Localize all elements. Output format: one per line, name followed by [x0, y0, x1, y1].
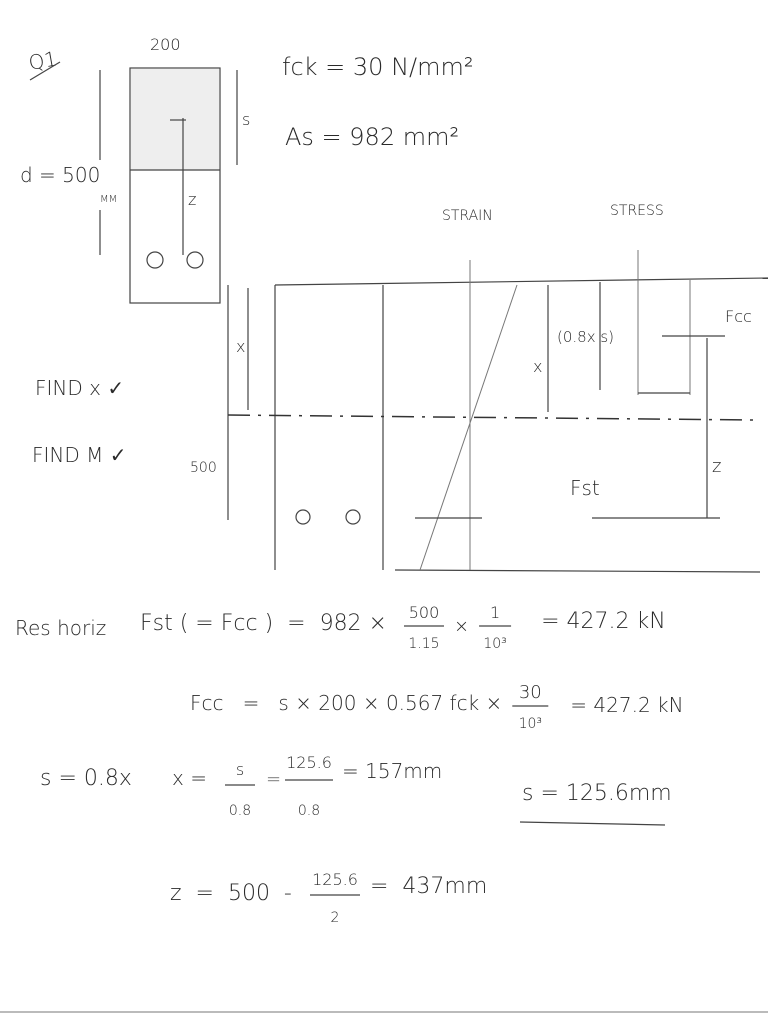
times: ×: [454, 616, 469, 637]
stress-label: STRESS: [610, 203, 664, 219]
question-underline: [29, 61, 61, 81]
as-value: As = 982 mm²: [285, 123, 459, 151]
x-frac1-num: s: [236, 760, 244, 779]
z-result: = 437mm: [370, 874, 487, 899]
z-label: z: [188, 190, 196, 209]
force-eq-lhs: Fst ( = Fcc ) = 982 ×: [140, 611, 394, 636]
z-eq-lhs: z = 500 -: [170, 881, 292, 906]
x-label: x: [236, 337, 245, 356]
question-label: Q1: [27, 46, 59, 75]
s-eq: s = 0.8x: [40, 766, 132, 791]
fraction-30-over-1000: 30 10³: [512, 682, 549, 732]
x-frac1-den: 0.8: [229, 803, 251, 819]
s-result: s = 125.6mm: [522, 781, 672, 806]
z-frac-den: 2: [331, 910, 340, 926]
x-eq-lhs: x =: [172, 766, 207, 790]
stress-strain-diagram: [227, 250, 768, 573]
fcc-equation-row: Fcc = s × 200 × 0.567 fck × 30 10³ = 427…: [190, 682, 684, 732]
strain-label: STRAIN: [442, 208, 493, 224]
x-frac2-den: 0.8: [298, 803, 320, 819]
fcc-frac-den: 10³: [519, 716, 542, 732]
depth-label: d = 500: [20, 163, 100, 187]
x-eq-mid: =: [266, 769, 281, 790]
beam-cross-section: [99, 67, 238, 304]
fraction-500-over-115: 500 1.15: [403, 603, 444, 652]
fcc-label: Fcc: [725, 307, 752, 326]
depth-unit: MM: [100, 194, 117, 205]
force-equation-row: Fst ( = Fcc ) = 982 × 500 1.15 × 1 10³ =…: [140, 603, 666, 652]
lever-arm-label: z: [712, 456, 721, 477]
task-find-x: FIND x ✓: [35, 376, 124, 400]
s-result-underline: [519, 821, 666, 826]
fraction-1-over-1000: 1 10³: [479, 603, 512, 652]
fcc-eq-lhs: Fcc = s × 200 × 0.567 fck ×: [190, 691, 502, 715]
frac2-num: 1: [490, 603, 500, 622]
fcc-result: = 427.2 kN: [570, 693, 683, 717]
fck-value: fck = 30 N/mm²: [282, 53, 474, 81]
width-label: 200: [150, 35, 181, 54]
z-frac-num: 125.6: [312, 870, 358, 889]
fst-label: Fst: [570, 476, 600, 500]
x-label-strain: x: [533, 357, 542, 376]
s-label: s: [242, 110, 250, 129]
task-find-m: FIND M ✓: [32, 443, 127, 467]
x-result: = 157mm: [342, 759, 442, 783]
force-result: = 427.2 kN: [541, 609, 666, 634]
frac1-num: 500: [409, 603, 440, 622]
depth-500-label: 500: [190, 460, 217, 476]
res-horiz-label: Res horiz: [15, 616, 106, 640]
frac2-den: 10³: [483, 636, 506, 652]
block-depth-label: (0.8x s): [557, 328, 614, 346]
fcc-frac-num: 30: [519, 682, 542, 703]
frac1-den: 1.15: [408, 636, 439, 652]
x-frac2-num: 125.6: [286, 753, 332, 772]
